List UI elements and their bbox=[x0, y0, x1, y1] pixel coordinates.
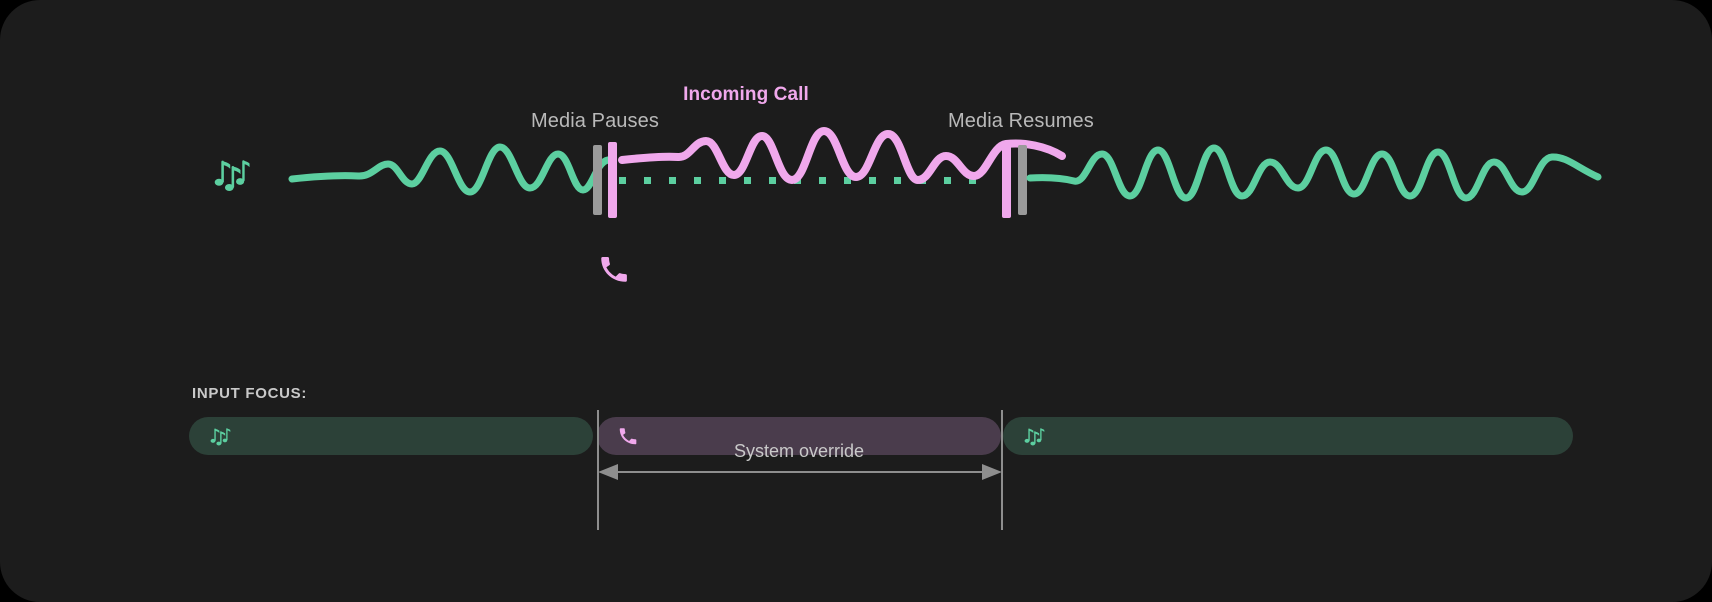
incoming-call-label: Incoming Call bbox=[683, 84, 809, 105]
media-waveform-after bbox=[1026, 144, 1602, 202]
music-notes-icon bbox=[210, 428, 231, 446]
focus-bar-call[interactable] bbox=[597, 417, 1001, 455]
resume-marker-pink bbox=[1002, 142, 1011, 218]
media-resumes-label: Media Resumes bbox=[948, 110, 1094, 132]
system-override-label: System override bbox=[733, 441, 865, 461]
media-waveform-before bbox=[288, 143, 612, 196]
resume-marker-gray bbox=[1018, 145, 1027, 215]
focus-bar-media-after[interactable] bbox=[1003, 417, 1573, 455]
system-override-bracket bbox=[597, 410, 1003, 530]
call-waveform bbox=[618, 127, 1066, 184]
override-arrow-right-head bbox=[982, 464, 1002, 480]
music-notes-icon bbox=[1024, 428, 1045, 446]
phone-icon bbox=[601, 256, 627, 282]
pause-marker-gray bbox=[593, 145, 602, 215]
pause-marker-pink bbox=[608, 142, 617, 218]
audio-timeline-graphic bbox=[214, 127, 1602, 218]
media-pauses-label: Media Pauses bbox=[531, 110, 659, 132]
phone-icon bbox=[619, 428, 637, 445]
override-arrow-left-head bbox=[598, 464, 618, 480]
input-focus-heading: INPUT FOCUS: bbox=[192, 385, 308, 402]
music-notes-icon bbox=[214, 160, 250, 192]
focus-bar-media-before[interactable] bbox=[189, 417, 593, 455]
